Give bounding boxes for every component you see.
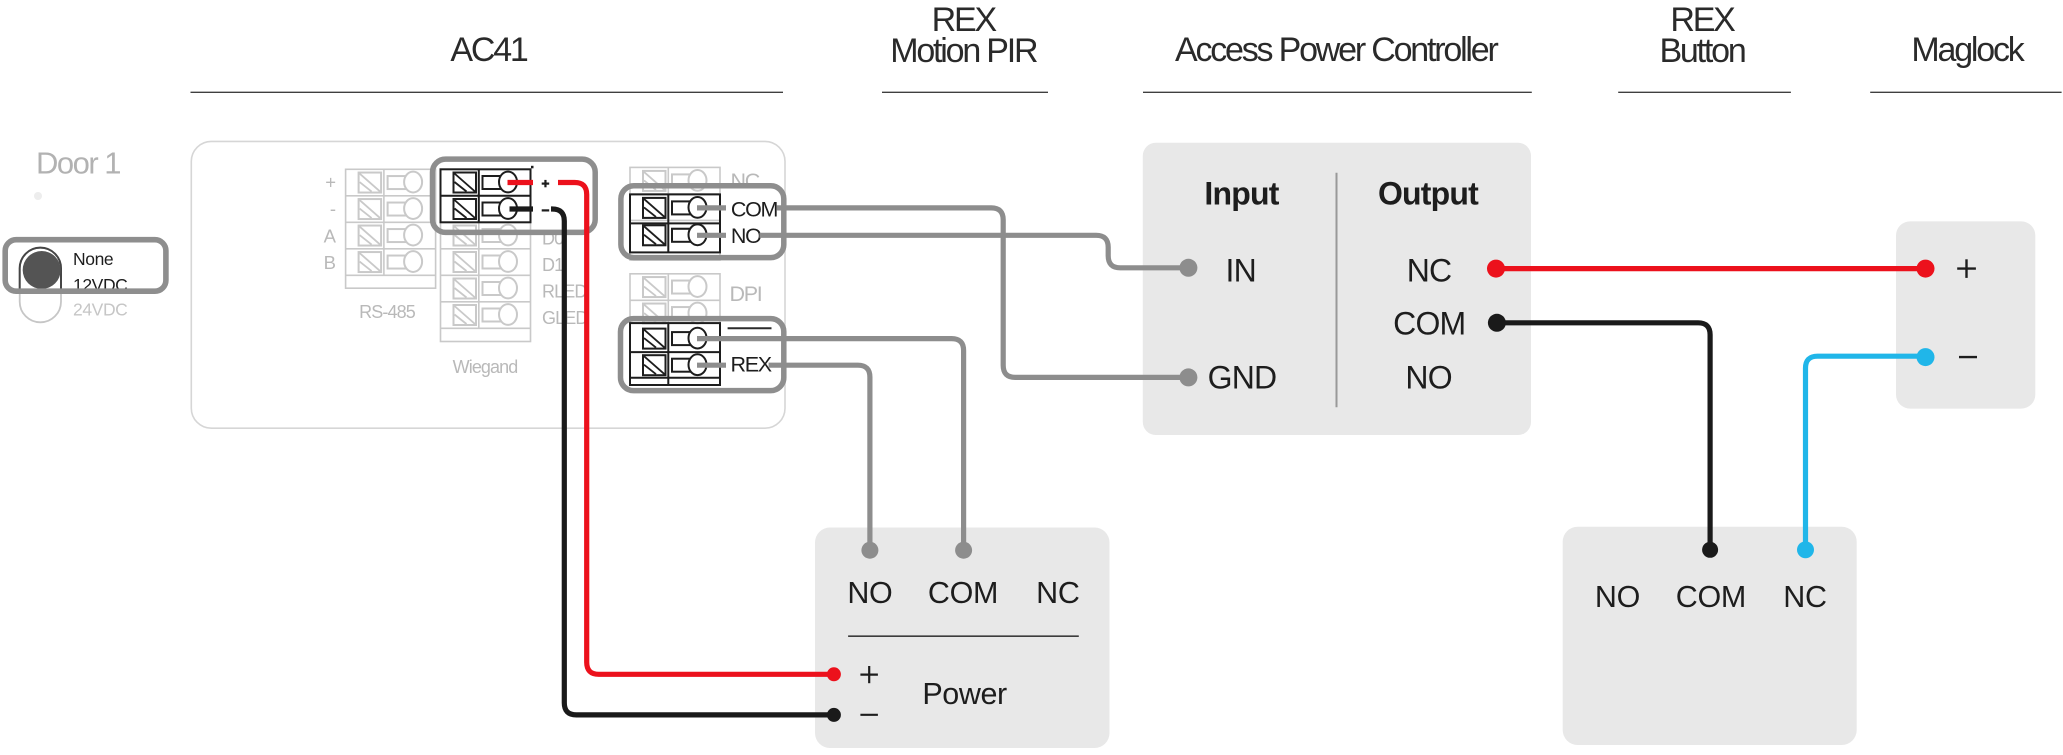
svg-text:COM: COM [928,576,998,610]
svg-text:Door 1: Door 1 [36,146,120,181]
svg-text:Input: Input [1204,176,1279,212]
svg-text:D1: D1 [542,255,564,275]
svg-text:IN: IN [1225,253,1255,289]
svg-text:COM: COM [731,197,778,221]
svg-text:REX: REX [932,1,997,39]
svg-text:Wiegand: Wiegand [453,357,518,377]
svg-text:NC: NC [1783,580,1826,614]
svg-text:+: + [325,172,336,193]
svg-text:Power: Power [922,677,1007,711]
svg-text:NC: NC [731,169,760,193]
svg-text:NO: NO [847,576,892,610]
svg-text:DPI: DPI [730,282,762,306]
svg-text:A: A [324,226,337,247]
svg-text:NO: NO [1405,360,1451,396]
svg-text:AC41: AC41 [450,31,528,69]
svg-text:Output: Output [1378,176,1479,212]
svg-text:RS-485: RS-485 [359,302,416,322]
svg-text:NO: NO [731,224,761,248]
svg-text:24VDC: 24VDC [73,299,127,319]
svg-text:-: - [330,198,336,219]
svg-text:None: None [73,249,113,269]
svg-text:COM: COM [1676,580,1746,614]
svg-text:NC: NC [1036,576,1079,610]
svg-text:Maglock: Maglock [1911,31,2025,69]
svg-text:NC: NC [1407,253,1452,289]
svg-text:Access Power Controller: Access Power Controller [1175,31,1499,69]
svg-text:GND: GND [1208,360,1277,396]
svg-text:NO: NO [1595,580,1640,614]
svg-text:REX: REX [1670,1,1735,39]
svg-text:Button: Button [1659,32,1744,70]
svg-text:B: B [324,252,336,273]
svg-text:COM: COM [1393,306,1465,342]
svg-text:REX: REX [731,352,772,376]
svg-text:Motion PIR: Motion PIR [890,32,1037,70]
